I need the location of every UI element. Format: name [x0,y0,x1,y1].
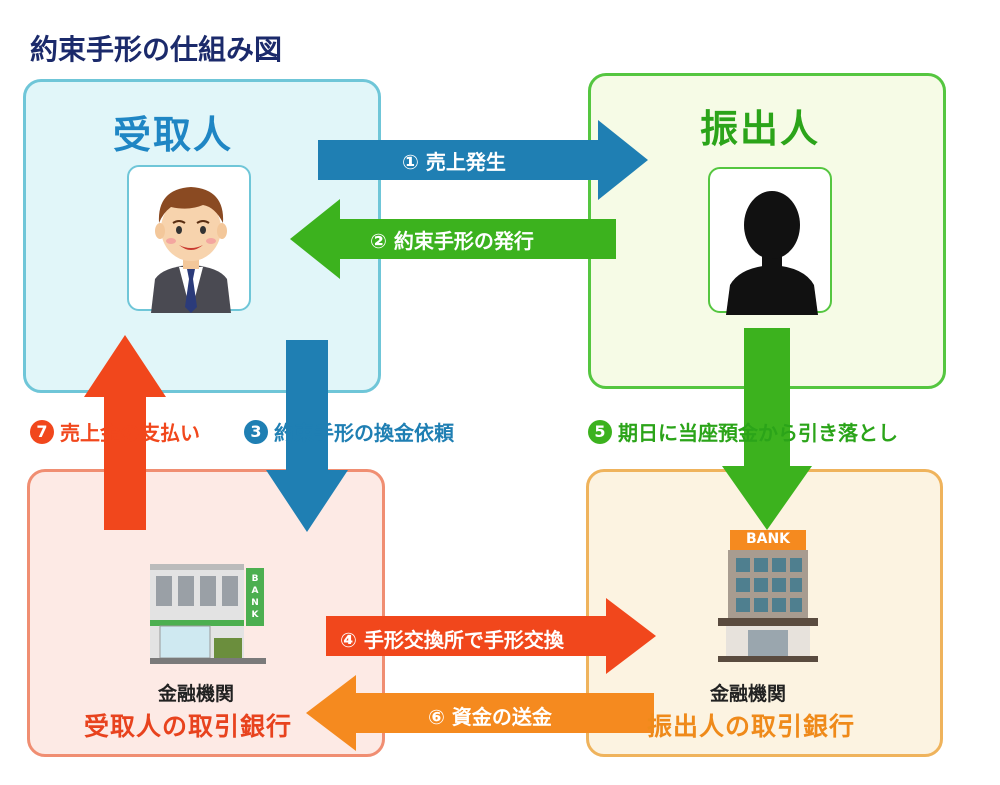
issuer-portrait [708,167,832,315]
receiver-bank-label: 金融機関 [158,683,235,705]
issuer-bank-label: 金融機関 [710,683,787,705]
diagram-title: 約束手形の仕組み図 [30,33,283,66]
arrow-fund-remittance [306,675,654,751]
receiver-bank-name: 受取人の取引銀行 [84,712,293,741]
svg-text:K: K [252,610,260,620]
receiver-portrait [127,165,251,313]
step1-label: ① 売上発生 [402,150,506,174]
issuer-bank-name: 振出人の取引銀行 [647,712,856,741]
silhouette-icon [726,191,818,315]
receiver-bank-building-icon: B A N K [150,564,266,664]
svg-text:B: B [252,574,259,584]
step2-label: ② 約束手形の発行 [370,229,534,253]
step4-label: ④ 手形交換所で手形交換 [340,628,564,652]
arrow-sales-payment [84,335,166,530]
svg-text:N: N [251,598,259,608]
businessman-icon [151,187,231,313]
receiver-heading: 受取人 [113,113,234,157]
arrow-note-issuance [290,199,616,279]
issuer-bank-building-icon [718,530,818,662]
arrow-sales-occurrence [318,120,648,200]
issuer-heading: 振出人 [700,107,821,151]
arrow-cash-request [266,340,348,532]
step6-label: ⑥ 資金の送金 [428,705,552,729]
issuer-bank-sign: BANK [745,531,791,547]
svg-text:A: A [252,586,259,596]
arrow-clearing-house [326,598,656,674]
arrow-account-debit [722,328,812,530]
